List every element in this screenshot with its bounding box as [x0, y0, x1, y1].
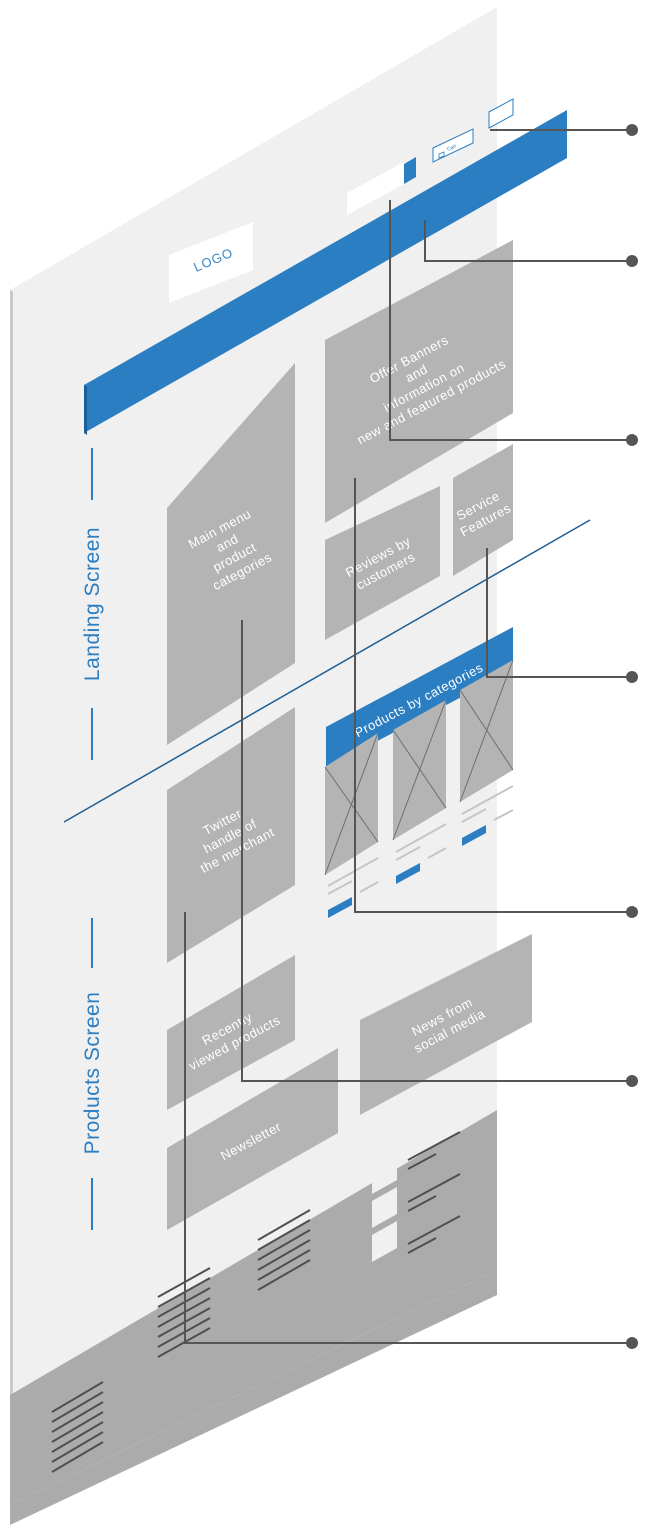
footer-bottom	[10, 1270, 497, 1525]
footer-link-line	[407, 1215, 461, 1245]
callout-dot	[626, 906, 638, 918]
product-text-line	[327, 857, 379, 887]
search-button[interactable]	[404, 157, 416, 184]
placeholder-cross	[392, 699, 447, 841]
callout-dot	[626, 1075, 638, 1087]
service-features-block	[453, 444, 513, 576]
callout-dot	[626, 671, 638, 683]
logo-box	[169, 222, 253, 303]
product-text-line	[359, 881, 379, 893]
footer-link-line	[257, 1209, 311, 1241]
placeholder-cross	[459, 659, 514, 803]
footer-link-line	[257, 1229, 311, 1261]
callout-line-main-menu	[241, 620, 630, 1082]
product-card-1[interactable]	[324, 732, 379, 918]
search-field[interactable]	[347, 162, 404, 215]
cart-icon	[438, 151, 445, 159]
product-card-3[interactable]	[459, 659, 514, 846]
product-text-line	[461, 808, 487, 823]
add-to-cart-button[interactable]	[462, 825, 486, 846]
footer-link-line	[51, 1431, 104, 1463]
screen-divider-line	[63, 519, 591, 823]
footer-link-line	[51, 1391, 104, 1423]
callout-line-offers	[389, 200, 630, 441]
page-slab-edge	[10, 290, 13, 1505]
footer-social-icons[interactable]	[372, 1153, 397, 1262]
header-bar-edge	[84, 385, 87, 435]
footer-links-column-1[interactable]	[51, 1381, 104, 1473]
footer-social-links[interactable]	[407, 1131, 461, 1254]
product-text-line	[427, 847, 447, 859]
callout-dot	[626, 434, 638, 446]
placeholder-cross	[324, 732, 379, 876]
offer-banners-block	[325, 240, 513, 523]
social-icon[interactable]	[372, 1221, 397, 1262]
callout-line-products	[354, 478, 630, 913]
footer-link-line	[51, 1421, 104, 1453]
callout-dot	[626, 255, 638, 267]
landing-screen-label: Landing Screen	[81, 448, 104, 760]
footer-link-line	[51, 1411, 104, 1443]
footer-links-column-3[interactable]	[257, 1209, 311, 1291]
footer-link-line	[407, 1237, 437, 1254]
cart-button[interactable]	[432, 128, 474, 163]
footer-link-line	[257, 1259, 311, 1291]
product-text-line	[461, 785, 514, 815]
callout-line-header	[424, 220, 630, 262]
footer-link-line	[51, 1441, 104, 1473]
callout-dots	[626, 124, 638, 1349]
products-screen-text: Products Screen	[81, 992, 104, 1155]
product-text-line	[327, 880, 353, 895]
callout-lines	[184, 129, 630, 1344]
product-card-2[interactable]	[392, 699, 447, 884]
footer-link-line	[51, 1401, 104, 1433]
footer-link-line	[407, 1153, 437, 1170]
twitter-text: Twitter handle of the merchant	[198, 805, 277, 876]
add-to-cart-button[interactable]	[328, 897, 352, 918]
footer-link-line	[407, 1173, 461, 1203]
footer-link-line	[257, 1219, 311, 1251]
account-box[interactable]	[488, 98, 514, 129]
footer-link-line	[257, 1239, 311, 1271]
callout-dot	[626, 124, 638, 136]
product-text-line	[395, 846, 421, 861]
footer-link-line	[51, 1381, 104, 1413]
landing-screen-text: Landing Screen	[81, 527, 104, 681]
recently-viewed-block	[167, 955, 295, 1110]
callout-dot	[626, 1337, 638, 1349]
product-text-line	[493, 809, 514, 821]
footer-link-line	[407, 1131, 461, 1161]
twitter-block	[167, 707, 295, 963]
social-icon[interactable]	[372, 1187, 397, 1228]
footer-link-line	[257, 1249, 311, 1281]
footer-link-line	[407, 1195, 437, 1212]
cart-label: Cart	[446, 143, 458, 153]
add-to-cart-button[interactable]	[396, 863, 420, 884]
reviews-block	[325, 486, 440, 640]
main-menu-block	[167, 363, 295, 745]
product-text-line	[395, 823, 447, 853]
products-screen-label: Products Screen	[81, 918, 104, 1230]
newsletter-block[interactable]	[167, 1048, 338, 1230]
products-by-categories-bar[interactable]	[326, 627, 513, 768]
header-bar-top	[84, 110, 567, 433]
social-icon[interactable]	[372, 1153, 397, 1194]
callout-line-twitter	[184, 912, 630, 1344]
news-block	[360, 934, 532, 1115]
callout-line-service	[486, 548, 630, 678]
